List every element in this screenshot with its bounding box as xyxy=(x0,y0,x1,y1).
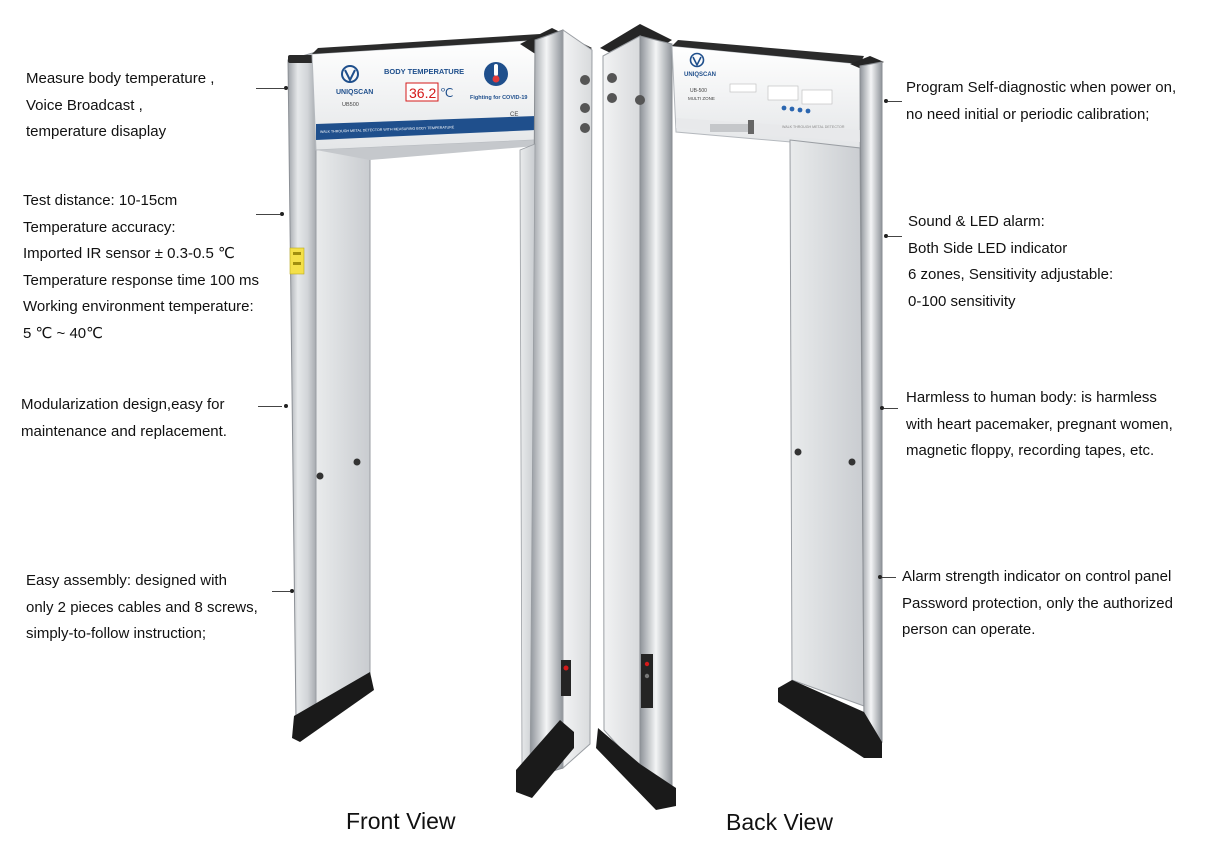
front-slogan-text: Fighting for COVID-19 xyxy=(470,95,527,101)
annotation-harmless: Harmless to human body: is harmless with… xyxy=(906,385,1173,465)
annotation-temperature-specs: Test distance: 10-15cm Temperature accur… xyxy=(23,188,259,347)
back-strip-text: WALK THROUGH METAL DETECTOR xyxy=(782,125,845,129)
front-strip-text: WALK THROUGH METAL DETECTOR WITH MEASURI… xyxy=(320,125,455,134)
annotation-line: Test distance: 10-15cm xyxy=(23,192,178,209)
annotation-line: simply-to-follow instruction; xyxy=(26,625,207,642)
front-view-gate xyxy=(287,28,593,798)
leader-line xyxy=(256,88,284,89)
front-title-text: BODY TEMPERATURE xyxy=(384,67,464,76)
annotation-line: Easy assembly: designed with xyxy=(26,572,227,589)
annotation-line: Measure body temperature , xyxy=(26,70,215,87)
annotation-line: Sound & LED alarm: xyxy=(908,213,1045,230)
front-control-panel: UNIQSCAN UB500 BODY TEMPERATURE 36.2 ℃ F… xyxy=(320,62,527,134)
annotation-line: Both Side LED indicator xyxy=(908,239,1068,257)
brand-logo-icon xyxy=(341,65,359,83)
temperature-unit: ℃ xyxy=(440,86,453,100)
leader-line xyxy=(256,214,280,215)
annotation-line: Modularization design,easy for xyxy=(21,396,225,413)
thermometer-icon xyxy=(484,62,508,86)
annotation-line: Program Self-diagnostic when power on, xyxy=(906,79,1177,96)
ce-mark-icon: CE xyxy=(510,112,518,118)
leader-line xyxy=(272,591,290,592)
front-model-text: UB500 xyxy=(342,102,359,108)
annotation-line: Harmless to human body: is harmless xyxy=(906,389,1157,406)
back-subtitle-text: MULTI ZONE xyxy=(688,96,715,101)
annotation-line: Alarm strength indicator on control pane… xyxy=(902,568,1172,585)
leader-dot xyxy=(878,575,882,579)
annotation-line: Temperature response time 100 ms xyxy=(23,271,259,289)
annotation-line: Working environment temperature: xyxy=(23,298,254,315)
annotation-line: maintenance and replacement. xyxy=(21,422,227,440)
annotation-modular-design: Modularization design,easy for maintenan… xyxy=(21,392,227,445)
leader-dot xyxy=(284,404,288,408)
annotation-alarm-zones: Sound & LED alarm: Both Side LED indicat… xyxy=(908,209,1113,315)
annotation-line: no need initial or periodic calibration; xyxy=(906,105,1150,123)
annotation-line: only 2 pieces cables and 8 screws, xyxy=(26,598,258,616)
annotation-control-panel: Alarm strength indicator on control pane… xyxy=(902,564,1173,644)
back-brand-text: UNIQSCAN xyxy=(684,72,716,78)
back-model-text: UB-500 xyxy=(690,88,707,94)
annotation-self-diagnostic: Program Self-diagnostic when power on, n… xyxy=(906,75,1176,128)
leader-line xyxy=(888,236,902,237)
leader-dot xyxy=(884,234,888,238)
temperature-display: 36.2 xyxy=(409,85,436,101)
leader-line xyxy=(258,406,282,407)
annotation-line: Password protection, only the authorized xyxy=(902,594,1173,612)
leader-line xyxy=(882,577,896,578)
leader-line xyxy=(888,101,902,102)
back-view-label: Back View xyxy=(726,809,833,835)
annotation-line: Temperature accuracy: xyxy=(23,218,176,236)
leader-dot xyxy=(284,86,288,90)
leader-dot xyxy=(280,212,284,216)
annotation-line: person can operate. xyxy=(902,621,1036,638)
annotation-line: temperature disaplay xyxy=(26,123,167,140)
leader-dot xyxy=(884,99,888,103)
annotation-line: Voice Broadcast , xyxy=(26,96,143,114)
front-brand-text: UNIQSCAN xyxy=(336,89,373,96)
back-view-gate xyxy=(596,24,884,810)
annotation-line: 0-100 sensitivity xyxy=(908,292,1016,310)
back-control-panel: UNIQSCAN UB-500 MULTI ZONE WALK THROUGH … xyxy=(684,52,845,129)
leader-dot xyxy=(290,589,294,593)
annotation-line: with heart pacemaker, pregnant women, xyxy=(906,415,1173,433)
annotation-line: 6 zones, Sensitivity adjustable: xyxy=(908,266,1114,283)
back-brand-logo-icon xyxy=(689,52,705,68)
annotation-voice-temperature: Measure body temperature , Voice Broadca… xyxy=(26,66,214,146)
leader-line xyxy=(884,408,898,409)
annotation-line: magnetic floppy, recording tapes, etc. xyxy=(906,442,1155,459)
annotation-line: Imported IR sensor ± 0.3-0.5 ℃ xyxy=(23,245,235,262)
annotation-line: 5 ℃ ~ 40℃ xyxy=(23,324,103,342)
leader-dot xyxy=(880,406,884,410)
front-view-label: Front View xyxy=(346,808,456,834)
annotation-easy-assembly: Easy assembly: designed with only 2 piec… xyxy=(26,568,258,648)
